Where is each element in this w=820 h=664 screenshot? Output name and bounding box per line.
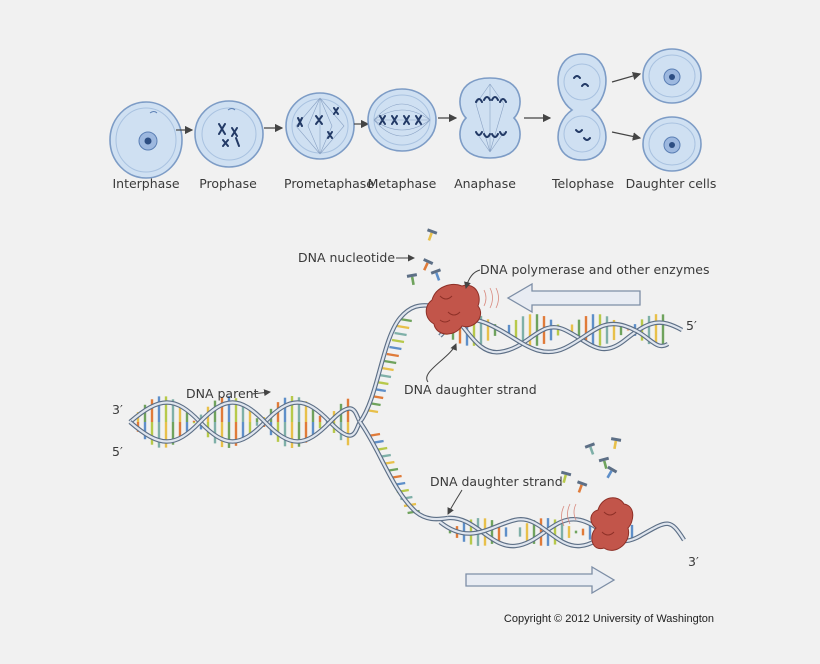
polymerase-bottom xyxy=(561,497,634,551)
unpaired-base xyxy=(378,373,392,379)
three-prime-right: 3′ xyxy=(688,554,699,569)
free-nucleotides xyxy=(406,228,622,493)
telophase-cell xyxy=(557,53,607,161)
polymerase-top xyxy=(425,284,499,335)
unpaired-base xyxy=(381,366,394,372)
free-nucleotide xyxy=(560,470,572,484)
daughter-strand-bottom-pointer xyxy=(447,489,463,515)
free-nucleotide xyxy=(406,273,418,286)
free-nucleotide xyxy=(584,442,596,455)
parent-label: DNA parent xyxy=(186,386,259,401)
unpaired-base xyxy=(391,338,405,344)
bottom-daughter-helix xyxy=(438,515,686,549)
free-nucleotide xyxy=(610,437,622,450)
base-pairs xyxy=(136,314,665,546)
unpaired-base xyxy=(389,345,402,351)
stage-label-telophase: Telophase xyxy=(551,176,614,191)
leading-direction-arrow xyxy=(506,282,641,314)
metaphase-cell xyxy=(367,88,437,152)
stage-label-prophase: Prophase xyxy=(199,176,257,191)
stage-label-prometaphase: Prometaphase xyxy=(284,176,374,191)
stage-label-anaphase: Anaphase xyxy=(454,176,516,191)
unpaired-base xyxy=(394,331,407,337)
stage-arrow xyxy=(611,131,642,141)
parent-pointer xyxy=(251,389,271,397)
five-prime-right: 5′ xyxy=(686,318,697,333)
daughter-strand-top-label: DNA daughter strand xyxy=(404,382,537,397)
unpaired-base xyxy=(384,359,397,365)
nucleotide-label: DNA nucleotide xyxy=(298,250,395,265)
replication-panel: DNA nucleotide DNA polymerase and other … xyxy=(112,228,710,595)
stage-label-daughter-cells: Daughter cells xyxy=(626,176,717,191)
prometaphase-cell xyxy=(285,92,355,160)
copyright-text: Copyright © 2012 University of Washingto… xyxy=(504,613,714,625)
parent-helix xyxy=(128,400,362,444)
interphase-cell xyxy=(109,101,183,179)
polymerase-pointer xyxy=(464,269,481,289)
polymerase-label: DNA polymerase and other enzymes xyxy=(480,262,710,277)
stage-arrow xyxy=(611,71,642,83)
daughter-cell-top xyxy=(642,48,702,104)
anaphase-cell xyxy=(459,77,521,159)
stage-label-metaphase: Metaphase xyxy=(368,176,437,191)
free-nucleotide xyxy=(606,465,618,479)
stage-label-interphase: Interphase xyxy=(112,176,179,191)
fork-arms xyxy=(358,303,449,522)
daughter-strand-bottom-label: DNA daughter strand xyxy=(430,474,563,489)
free-nucleotide xyxy=(423,258,434,271)
daughter-cell-bottom xyxy=(642,116,702,172)
free-nucleotide xyxy=(598,456,610,470)
free-nucleotide xyxy=(430,268,442,281)
top-daughter-helix xyxy=(431,303,684,355)
prophase-cell xyxy=(194,100,264,168)
daughter-strand-top-pointer xyxy=(426,343,457,383)
three-prime-left: 3′ xyxy=(112,402,123,417)
free-nucleotide xyxy=(576,480,588,493)
lagging-direction-arrow xyxy=(465,565,616,595)
mitosis-panel: Interphase Prophase Prometaphase Metapha… xyxy=(109,48,717,191)
five-prime-left: 5′ xyxy=(112,444,123,459)
unpaired-base xyxy=(397,324,410,330)
free-nucleotide xyxy=(426,228,438,241)
unpaired-base xyxy=(386,352,399,358)
